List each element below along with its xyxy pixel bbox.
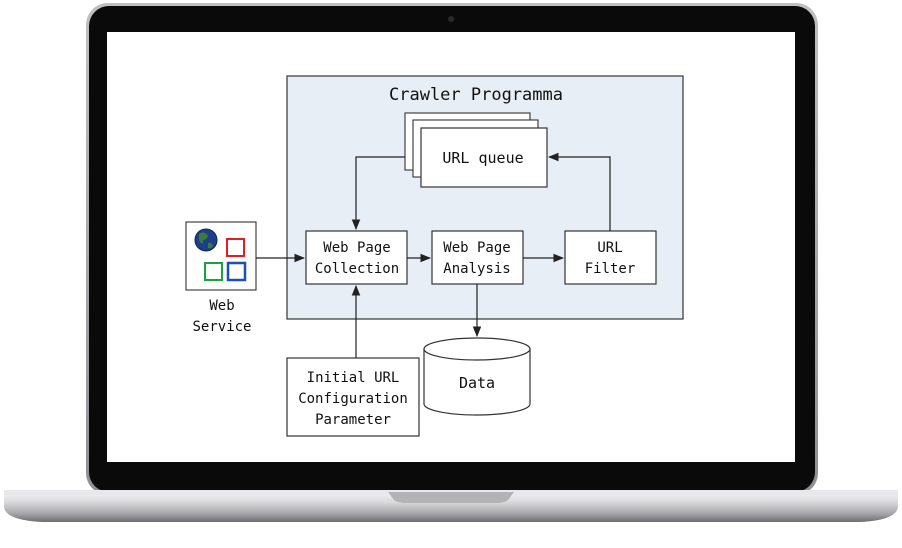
web-service-node: Web Service [185,221,257,335]
initial-url-node [286,357,420,437]
laptop-notch [388,492,514,503]
web-service-line2: Service [192,319,251,335]
web-page-collection-line1: Web Page [323,240,390,256]
initial-url-line1: Initial URL [307,370,400,386]
arrow-queue-to-collection [351,156,405,231]
globe-window-icon [194,228,247,282]
data-store-label: Data [459,374,495,392]
url-filter-line2: Filter [585,261,636,277]
web-page-collection-line2: Collection [315,261,399,277]
laptop-base [4,492,898,522]
web-page-analysis-line2: Analysis [443,261,510,277]
url-filter-line1: URL [597,240,622,256]
webcam-icon [448,16,454,22]
url-queue-stack: URL queue [404,112,548,188]
initial-url-line3: Parameter [315,412,391,428]
green-window-icon [204,262,223,281]
crawler-group-title: Crawler Programma [389,85,563,105]
web-service-line1: Web [209,298,234,314]
url-filter-node [564,230,657,285]
url-queue-label: URL queue [442,149,523,167]
web-page-collection-node [305,230,408,285]
arrow-filter-to-queue [547,152,611,231]
web-page-analysis-line1: Web Page [443,240,510,256]
globe-icon [194,228,218,252]
url-queue-node [420,127,548,188]
blue-window-icon [226,261,247,282]
initial-url-line2: Configuration [298,391,408,407]
data-store-top [423,337,531,361]
data-store-node: Data [423,337,531,416]
red-window-icon [226,238,245,257]
